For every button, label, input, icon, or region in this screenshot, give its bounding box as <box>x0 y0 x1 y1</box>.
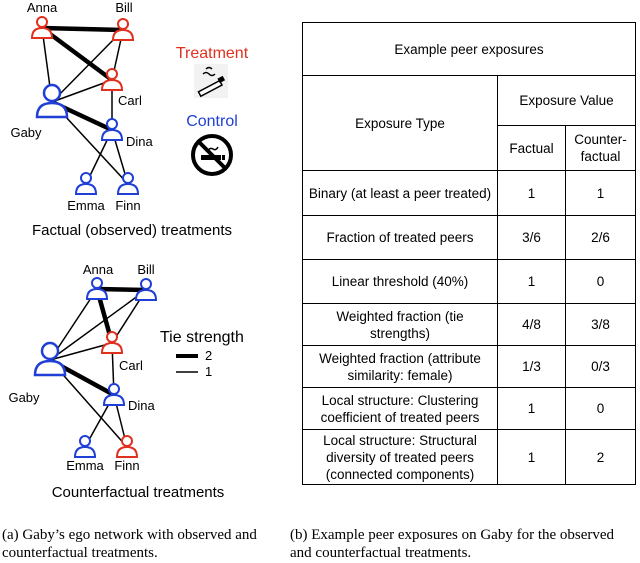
person-icon-gaby <box>33 341 67 377</box>
table-row: Local structure: Structural diversity of… <box>302 429 637 485</box>
cell-type: Weighted fraction (attribute similarity:… <box>302 345 498 388</box>
cell-counterfactual: 0/3 <box>564 345 637 388</box>
cell-counterfactual: 0 <box>564 259 637 304</box>
table-title: Example peer exposures <box>301 22 637 76</box>
node-label-anna: Anna <box>27 0 58 15</box>
cell-type: Fraction of treated peers <box>302 215 498 260</box>
tie-edge-gaby-bill <box>51 29 124 103</box>
cell-counterfactual: 3/8 <box>564 303 637 346</box>
exposure-table: Example peer exposures Exposure Type Exp… <box>301 22 637 485</box>
cell-factual: 1 <box>497 429 566 485</box>
smoking-cigarette-icon <box>194 64 228 98</box>
node-label-gaby: Gaby <box>8 390 40 405</box>
tie-edge-gaby-carl <box>49 342 113 361</box>
node-label-gaby: Gaby <box>10 125 42 140</box>
node-label-emma: Emma <box>67 198 105 213</box>
tie-strong-label: 2 <box>205 348 212 363</box>
tie-strength-legend: Tie strength 2 1 <box>160 329 244 379</box>
node-label-anna: Anna <box>83 262 114 277</box>
cell-factual: 1 <box>497 387 566 430</box>
tie-edge-anna-bill <box>41 25 124 33</box>
cell-counterfactual: 2/6 <box>564 215 637 260</box>
person-icon-dina <box>103 383 125 406</box>
cell-type: Binary (at least a peer treated) <box>302 170 498 216</box>
person-icon-carl <box>101 331 123 354</box>
tie-edge-gaby-carl <box>51 79 113 103</box>
tie-strength-label: Tie strength <box>160 329 244 346</box>
node-label-finn: Finn <box>114 458 139 473</box>
cell-type: Linear threshold (40%) <box>302 259 498 304</box>
person-icon-emma <box>75 172 97 195</box>
cell-type: Local structure: Structural diversity of… <box>302 429 498 485</box>
cell-factual: 1 <box>497 259 566 304</box>
control-label: Control <box>186 113 238 130</box>
tie-edge-gaby-bill <box>49 289 147 361</box>
header-exposure-value: Exposure Value <box>496 75 637 126</box>
table-row: Weighted fraction (attribute similarity:… <box>302 345 637 388</box>
caption-a: (a) Gaby’s ego network with observed and… <box>2 527 257 561</box>
treatment-legend: Treatment <box>176 45 249 98</box>
node-label-bill: Bill <box>137 262 154 277</box>
node-label-finn: Finn <box>115 198 140 213</box>
node-label-carl: Carl <box>119 358 143 373</box>
cell-factual: 1 <box>497 170 566 216</box>
header-counterfactual: Counter-factual <box>564 125 637 171</box>
treatment-label: Treatment <box>176 45 249 62</box>
node-label-bill: Bill <box>115 0 132 15</box>
cell-type: Weighted fraction (tie strengths) <box>302 303 498 346</box>
node-label-emma: Emma <box>66 458 104 473</box>
node-label-dina: Dina <box>128 398 156 413</box>
node-label-carl: Carl <box>118 93 142 108</box>
factual-title: Factual (observed) treatments <box>32 222 232 239</box>
cell-counterfactual: 2 <box>564 429 637 485</box>
cell-type: Local structure: Clustering coefficient … <box>302 387 498 430</box>
cell-factual: 1/3 <box>497 345 566 388</box>
node-label-dina: Dina <box>126 134 154 149</box>
person-icon-dina <box>101 118 123 141</box>
tie-edge-anna-carl <box>40 26 114 82</box>
no-smoking-icon <box>191 134 233 176</box>
caption-b: (b) Example peer exposures on Gaby for t… <box>290 527 615 561</box>
header-exposure-type: Exposure Type <box>302 75 498 171</box>
person-icon-gaby <box>35 83 69 119</box>
person-icon-emma <box>74 435 96 458</box>
cell-counterfactual: 1 <box>564 170 637 216</box>
table-row: Local structure: Clustering coefficient … <box>302 387 637 430</box>
cell-factual: 3/6 <box>497 215 566 260</box>
tie-edge-anna-bill <box>96 286 147 293</box>
counterfactual-title: Counterfactual treatments <box>52 484 225 501</box>
cell-factual: 4/8 <box>497 303 566 346</box>
control-legend: Control <box>186 113 238 176</box>
header-factual: Factual <box>497 125 566 171</box>
tie-weak-label: 1 <box>205 364 212 379</box>
cell-counterfactual: 0 <box>564 387 637 430</box>
